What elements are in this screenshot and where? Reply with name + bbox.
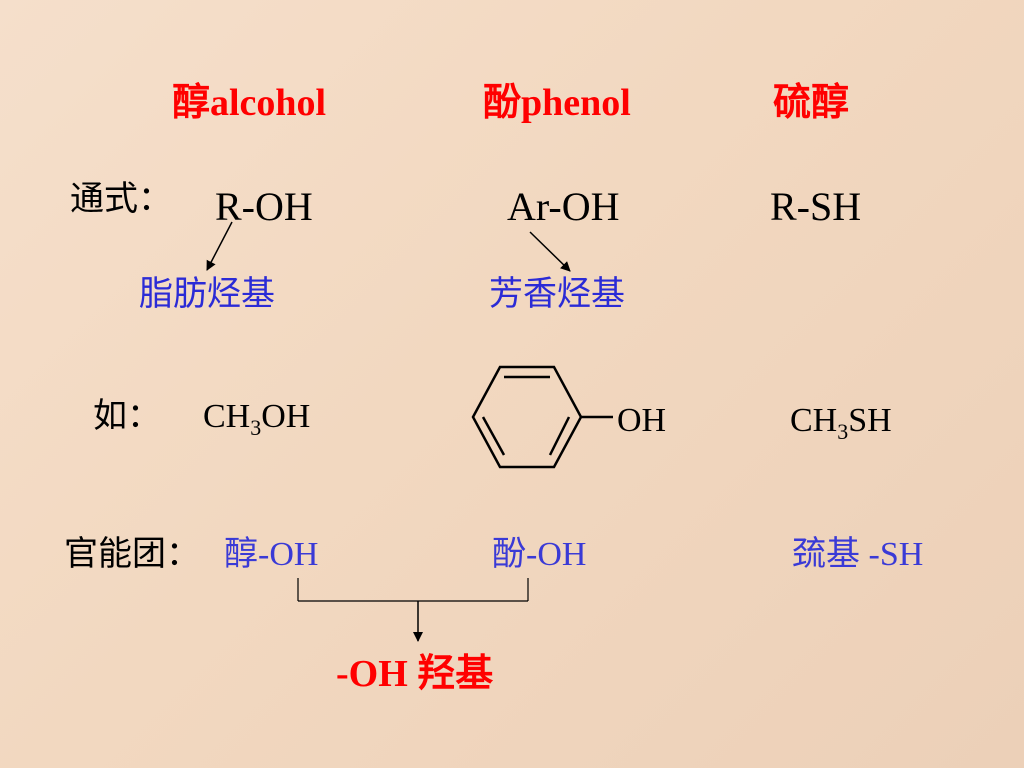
example-methanethiol: CH3SH [790, 402, 892, 443]
arrow-alcohol-to-aliphatic [206, 221, 233, 271]
functional-group-phenol: 酚-OH [492, 536, 587, 573]
heading-phenol: 酚phenol [483, 82, 631, 124]
aromatic-group-label: 芳香烃基 [489, 276, 625, 313]
example-methanol: CH3OH [203, 398, 311, 439]
benzene-ring-icon [471, 365, 583, 469]
arrow-phenol-to-aromatic [529, 231, 571, 272]
formula-phenol: Ar-OH [507, 184, 620, 229]
phenol-oh-label: OH [617, 402, 667, 439]
methanethiol-prefix: CH [790, 402, 838, 439]
example-label: 如： [93, 398, 161, 435]
methanol-prefix: CH [203, 398, 251, 435]
formula-alcohol: R-OH [215, 184, 313, 229]
functional-group-label: 官能团： [64, 536, 200, 573]
functional-group-thiol: 巯基 -SH [792, 536, 924, 573]
hydroxyl-result: -OH 羟基 [336, 653, 494, 695]
functional-group-bracket [297, 578, 529, 602]
methanethiol-suffix: SH [848, 402, 892, 439]
methanol-suffix: OH [261, 398, 311, 435]
heading-alcohol: 醇alcohol [172, 82, 327, 124]
methanethiol-subscript: 3 [837, 419, 849, 444]
methanol-subscript: 3 [250, 415, 262, 440]
heading-thiol: 硫醇 [773, 82, 850, 124]
functional-group-alcohol: 醇-OH [224, 536, 319, 573]
aliphatic-group-label: 脂肪烃基 [139, 276, 275, 313]
formula-thiol: R-SH [770, 184, 862, 229]
general-formula-label: 通式： [70, 181, 172, 218]
